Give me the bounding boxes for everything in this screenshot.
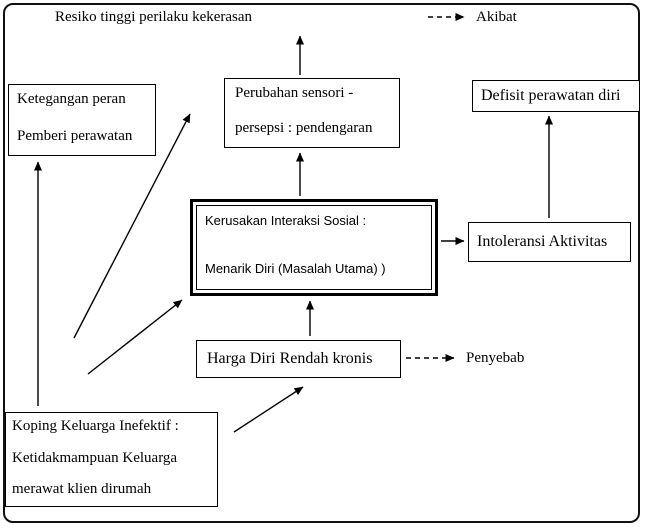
label-akibat: Akibat: [476, 9, 517, 25]
node-ketegangan-peran: Ketegangan peran Pemberi perawatan: [8, 84, 156, 156]
node-defisit-text: Defisit perawatan diri: [481, 87, 621, 104]
label-penyebab: Penyebab: [466, 350, 525, 366]
node-perubahan-sensori: Perubahan sensori - persepsi : pendengar…: [224, 78, 400, 148]
node-koping-line3: merawat klien dirumah: [12, 481, 152, 497]
node-perubahan-line1: Perubahan sensori -: [235, 85, 354, 101]
node-intoleransi-aktivitas: Intoleransi Aktivitas: [468, 222, 631, 262]
node-kerusakan-line2: Menarik Diri (Masalah Utama) ): [205, 261, 386, 276]
label-resiko-tinggi-perilaku-kekerasan: Resiko tinggi perilaku kekerasan: [55, 9, 253, 25]
node-kerusakan-inner-border: Kerusakan Interaksi Sosial : Menarik Dir…: [196, 205, 432, 290]
node-koping-line2: Ketidakmampuan Keluarga: [12, 449, 178, 466]
node-harga-diri-text: Harga Diri Rendah kronis: [207, 350, 373, 367]
node-koping-keluarga: Koping Keluarga Inefektif : Ketidakmampu…: [5, 412, 218, 507]
node-harga-diri-rendah: Harga Diri Rendah kronis: [196, 340, 401, 378]
node-perubahan-line2: persepsi : pendengaran: [235, 120, 373, 136]
node-intoleransi-text: Intoleransi Aktivitas: [477, 233, 608, 250]
node-ketegangan-line1: Ketegangan peran: [17, 91, 126, 107]
node-ketegangan-line2: Pemberi perawatan: [17, 128, 133, 144]
node-koping-line1: Koping Keluarga Inefektif :: [12, 418, 179, 434]
node-kerusakan-line1: Kerusakan Interaksi Sosial :: [205, 213, 367, 228]
node-kerusakan-interaksi-sosial: Kerusakan Interaksi Sosial : Menarik Dir…: [190, 199, 438, 296]
node-defisit-perawatan-diri: Defisit perawatan diri: [472, 80, 640, 112]
diagram-border: [3, 3, 640, 523]
